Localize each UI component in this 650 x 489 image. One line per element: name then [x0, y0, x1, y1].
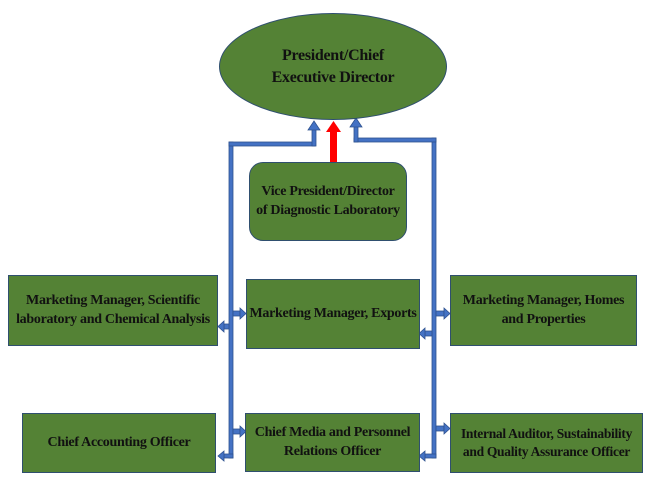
left-bus-arrowhead-up	[307, 120, 321, 131]
vp-to-president-arrow	[326, 121, 341, 162]
left-bus-branch-scientific	[223, 323, 230, 330]
left-bus-branch-accounting	[223, 453, 234, 459]
node-chief-media-officer: Chief Media and Personnel Relations Offi…	[245, 413, 420, 472]
node-mm-exports-line1: Marketing Manager, Exports	[249, 305, 417, 321]
node-chief-media-line1: Chief Media and Personnel	[254, 424, 411, 440]
arrowhead-to-exports-right	[418, 327, 426, 340]
left-bus-vertical	[228, 141, 234, 459]
right-bus-branch-exports	[424, 330, 433, 337]
arrowhead-to-accounting	[217, 450, 225, 462]
node-president-line1: President/Chief	[282, 46, 384, 64]
node-mm-homes-line2: and Properties	[501, 311, 586, 327]
right-bus-branch-auditor	[435, 425, 445, 432]
right-connector-bus	[349, 117, 451, 462]
node-mm-homes-line1: Marketing Manager, Homes	[462, 292, 625, 308]
arrowhead-to-media-left	[239, 425, 247, 438]
node-marketing-manager-scientific: Marketing Manager, Scientific laboratory…	[8, 275, 218, 346]
red-arrow-shaft	[330, 130, 337, 162]
node-president-line2: Executive Director	[271, 68, 395, 86]
node-marketing-manager-homes: Marketing Manager, Homes and Properties	[450, 275, 637, 346]
left-connector-bus	[217, 120, 321, 462]
node-vice-president: Vice President/Director of Diagnostic La…	[249, 162, 407, 241]
right-bus-branch-media	[424, 453, 437, 459]
right-bus-top	[353, 137, 437, 143]
right-bus-vertical	[431, 137, 437, 459]
node-chief-accounting-line1: Chief Accounting Officer	[47, 434, 191, 450]
left-bus-top	[228, 141, 316, 147]
left-bus-riser	[311, 127, 317, 147]
node-marketing-manager-exports: Marketing Manager, Exports	[246, 279, 420, 349]
node-internal-auditor: Internal Auditor, Sustainability and Qua…	[450, 413, 643, 473]
node-vice-president-line1: Vice President/Director	[261, 183, 395, 199]
node-internal-auditor-line2: and Quality Assurance Officer	[462, 444, 631, 459]
arrowhead-to-media-right	[418, 450, 426, 462]
arrowhead-to-exports-left	[239, 307, 247, 320]
left-bus-branch-media	[232, 428, 241, 435]
node-vice-president-line2: of Diagnostic Laboratory	[256, 202, 400, 218]
left-bus-branch-exports	[232, 310, 241, 317]
node-internal-auditor-line1: Internal Auditor, Sustainability	[460, 425, 633, 441]
right-bus-branch-homes	[435, 310, 445, 317]
red-arrow-head	[326, 121, 341, 132]
arrowhead-to-auditor	[443, 422, 451, 435]
node-chief-accounting-officer: Chief Accounting Officer	[22, 413, 216, 473]
node-mm-scientific-line2: laboratory and Chemical Analysis	[16, 311, 210, 327]
right-bus-arrowhead-up	[349, 117, 363, 128]
arrowhead-to-homes	[443, 307, 451, 320]
arrowhead-to-scientific	[217, 320, 225, 333]
node-mm-scientific-line1: Marketing Manager, Scientific	[26, 292, 200, 308]
node-president: President/Chief Executive Director	[219, 13, 447, 120]
node-chief-media-line2: Relations Officer	[283, 443, 382, 459]
